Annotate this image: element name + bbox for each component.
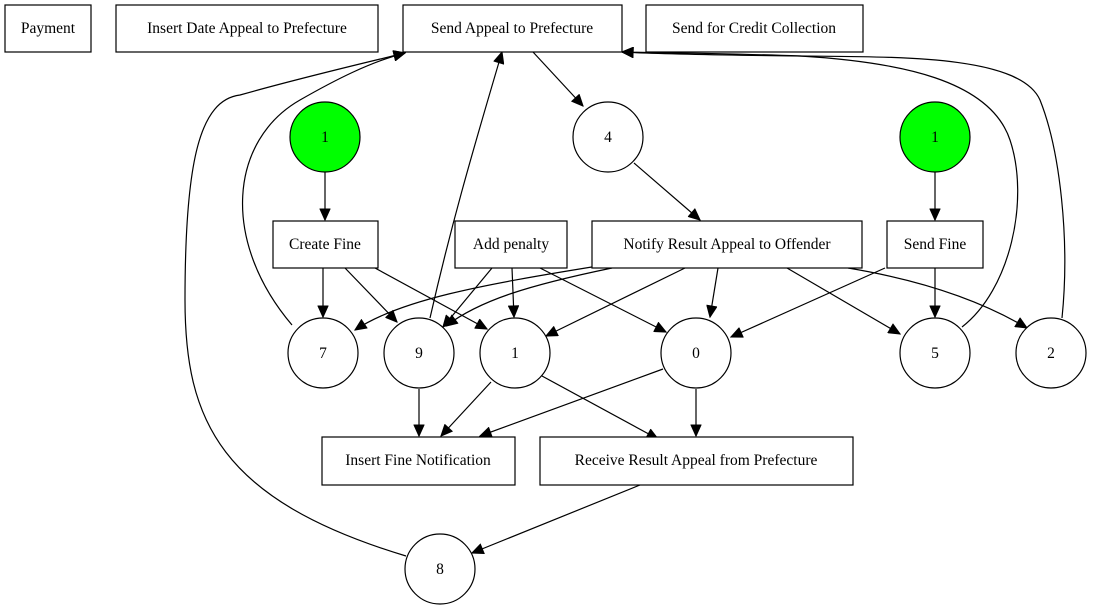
arc-send-fine-to-p0	[731, 267, 886, 337]
transition-payment: Payment	[4, 4, 92, 53]
place-circle	[572, 101, 644, 173]
place-label: 9	[415, 345, 423, 362]
place-8: 8	[404, 533, 476, 605]
arc-add-penalty-to-p0	[539, 267, 666, 332]
arc-p4-to-notify-result	[633, 162, 700, 220]
transition-receive-result: Receive Result Appeal from Prefecture	[539, 436, 854, 486]
transition-send-credit: Send for Credit Collection	[645, 4, 864, 53]
place-label: 5	[931, 345, 939, 362]
place-label: 0	[692, 345, 700, 362]
initial-place-circle	[289, 101, 361, 173]
transition-label: Insert Fine Notification	[345, 452, 491, 469]
place-start-a: 1	[289, 101, 361, 173]
arc-p8-to-send-appeal	[184, 53, 406, 557]
place-circle	[1015, 317, 1087, 389]
place-5: 5	[899, 317, 971, 389]
transition-create-fine: Create Fine	[272, 220, 379, 269]
transition-label: Add penalty	[473, 236, 549, 253]
arc-notify-result-to-p5	[786, 267, 900, 334]
place-label: 1	[511, 345, 519, 362]
place-1: 1	[479, 317, 551, 389]
transition-label: Send Fine	[904, 236, 967, 253]
place-circle	[404, 533, 476, 605]
place-circle	[287, 317, 359, 389]
place-circle	[479, 317, 551, 389]
arc-p1-to-insert-fine-notification	[441, 381, 492, 436]
initial-place-circle	[899, 101, 971, 173]
arc-p5-to-send-appeal	[622, 52, 1019, 328]
arc-p2-to-send-appeal	[622, 52, 1066, 319]
arc-notify-result-to-p0	[710, 267, 719, 317]
transition-send-appeal: Send Appeal to Prefecture	[402, 4, 623, 53]
place-7: 7	[287, 317, 359, 389]
transition-label: Receive Result Appeal from Prefecture	[575, 452, 818, 469]
place-circle	[899, 317, 971, 389]
transition-label: Notify Result Appeal to Offender	[623, 236, 831, 253]
place-label: 7	[319, 345, 327, 362]
place-label: 1	[321, 129, 329, 146]
transition-send-fine: Send Fine	[886, 220, 984, 269]
place-circle	[660, 317, 732, 389]
arc-p7-to-send-appeal	[242, 53, 405, 326]
place-4: 4	[572, 101, 644, 173]
arc-receive-result-to-p8	[472, 484, 641, 553]
transition-notify-result: Notify Result Appeal to Offender	[591, 220, 863, 269]
transition-label: Payment	[21, 20, 76, 37]
arc-send-appeal-to-p4	[532, 51, 583, 106]
place-label: 1	[931, 129, 939, 146]
transition-label: Create Fine	[289, 236, 361, 253]
place-label: 2	[1047, 345, 1055, 362]
arc-notify-result-to-p7	[355, 265, 599, 330]
place-label: 4	[604, 129, 612, 146]
place-0: 0	[660, 317, 732, 389]
arc-notify-result-to-p9	[446, 267, 613, 326]
transition-label: Send for Credit Collection	[672, 20, 836, 37]
transition-insert-date-appeal: Insert Date Appeal to Prefecture	[115, 4, 379, 53]
transition-label: Insert Date Appeal to Prefecture	[147, 20, 347, 37]
place-label: 8	[436, 561, 444, 578]
arc-p1-to-receive-result	[541, 375, 658, 439]
place-9: 9	[383, 317, 455, 389]
transition-add-penalty: Add penalty	[454, 220, 568, 269]
transition-label: Send Appeal to Prefecture	[431, 20, 593, 37]
place-2: 2	[1015, 317, 1087, 389]
place-circle	[383, 317, 455, 389]
arc-notify-result-to-p1	[546, 267, 686, 336]
place-start-b: 1	[899, 101, 971, 173]
arc-p0-to-insert-fine-notification	[480, 368, 664, 436]
arcs	[184, 51, 1066, 557]
transition-insert-fine-notification: Insert Fine Notification	[321, 436, 516, 486]
arc-p9-to-send-appeal	[429, 52, 502, 319]
